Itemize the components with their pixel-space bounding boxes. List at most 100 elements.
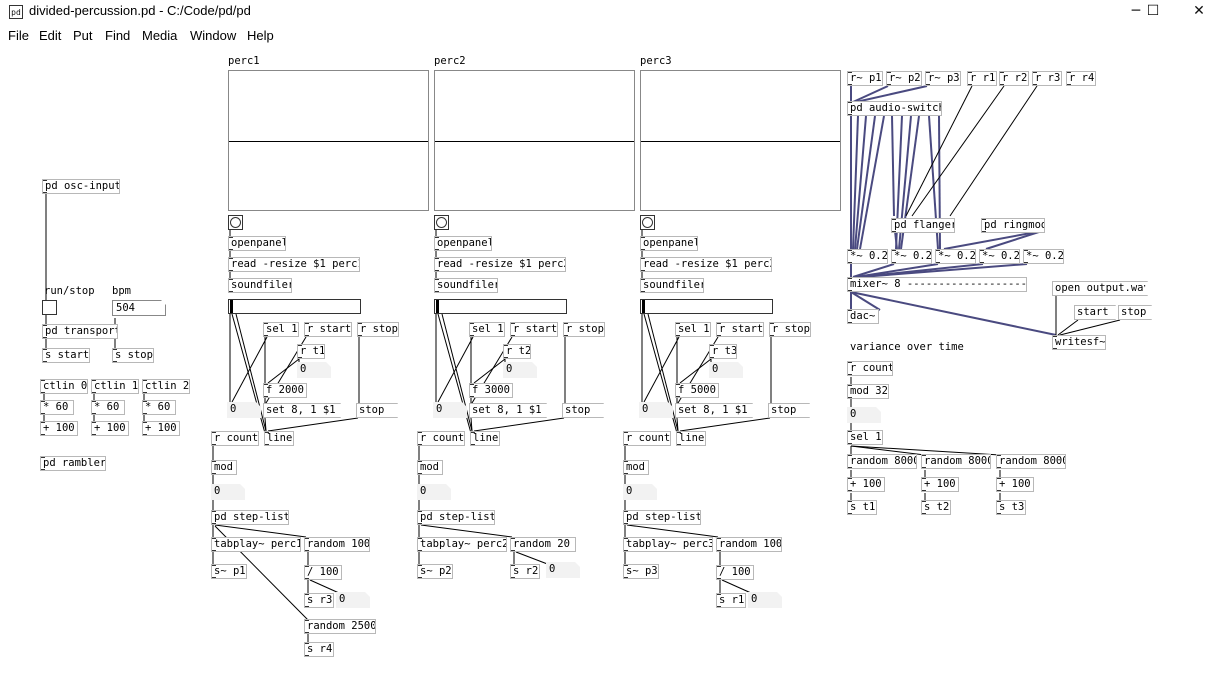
- read-message[interactable]: read -resize $1 perc2: [434, 257, 566, 272]
- ringmod-subpatch[interactable]: pd ringmod: [981, 218, 1045, 233]
- tabplay-object[interactable]: tabplay~ perc3: [623, 537, 713, 552]
- openpanel[interactable]: openpanel: [228, 236, 286, 251]
- open-bang[interactable]: [640, 215, 655, 230]
- receive-count[interactable]: r count: [623, 431, 671, 446]
- add-100[interactable]: + 100: [921, 477, 959, 492]
- receive-count[interactable]: r count: [847, 361, 893, 376]
- send-t2[interactable]: s t2: [921, 500, 951, 515]
- divide-100[interactable]: / 100: [716, 565, 754, 580]
- tabplay-object[interactable]: tabplay~ perc2: [417, 537, 507, 552]
- soundfiler[interactable]: soundfiler: [640, 278, 704, 293]
- tabplay-object[interactable]: tabplay~ perc1: [211, 537, 301, 552]
- random-object[interactable]: random 20: [510, 537, 576, 552]
- send-p[interactable]: s~ p3: [623, 564, 659, 579]
- random-object[interactable]: random 100: [716, 537, 782, 552]
- osc-input-subpatch[interactable]: pd osc-input: [42, 179, 120, 194]
- minimize-button[interactable]: ─: [1131, 3, 1141, 19]
- send-r4[interactable]: s r4: [304, 642, 334, 657]
- sample-array-3[interactable]: [640, 70, 841, 211]
- receive-r2[interactable]: r r2: [999, 71, 1029, 86]
- stop-message[interactable]: stop: [1118, 305, 1152, 320]
- menu-put[interactable]: Put: [73, 28, 93, 43]
- receive-r3[interactable]: r r3: [1032, 71, 1062, 86]
- number-box[interactable]: 0: [709, 362, 743, 378]
- multiply-60[interactable]: * 60: [142, 400, 176, 415]
- number-box[interactable]: 0: [639, 402, 673, 418]
- mod-object[interactable]: mod: [211, 460, 237, 475]
- add-100[interactable]: + 100: [40, 421, 78, 436]
- set-message[interactable]: set 8, 1 $1: [469, 403, 547, 418]
- position-slider[interactable]: [434, 299, 567, 314]
- ctlin-2[interactable]: ctlin 2: [142, 379, 190, 394]
- line-object[interactable]: line: [470, 431, 500, 446]
- random-8000[interactable]: random 8000: [996, 454, 1066, 469]
- float-store[interactable]: f 2000: [263, 383, 307, 398]
- receive-t[interactable]: r t2: [503, 344, 531, 359]
- gain-multiplier[interactable]: *~ 0.2: [979, 249, 1020, 264]
- set-message[interactable]: set 8, 1 $1: [263, 403, 341, 418]
- read-message[interactable]: read -resize $1 perc1: [228, 257, 360, 272]
- receive-r1[interactable]: r r1: [967, 71, 997, 86]
- gain-multiplier[interactable]: *~ 0.2: [935, 249, 976, 264]
- run-toggle[interactable]: [42, 300, 57, 315]
- audio-switch-subpatch[interactable]: pd audio-switch: [847, 101, 942, 116]
- receive-stop[interactable]: r stop: [563, 322, 605, 337]
- gain-multiplier[interactable]: *~ 0.2: [1023, 249, 1064, 264]
- open-output-message[interactable]: open output.wav: [1052, 281, 1148, 296]
- mod-32[interactable]: mod 32: [847, 384, 889, 399]
- position-slider[interactable]: [228, 299, 361, 314]
- step-list-subpatch[interactable]: pd step-list: [623, 510, 701, 525]
- dac-object[interactable]: dac~: [847, 309, 879, 324]
- openpanel[interactable]: openpanel: [434, 236, 492, 251]
- random-object[interactable]: random 100: [304, 537, 370, 552]
- add-100[interactable]: + 100: [142, 421, 180, 436]
- multiply-60[interactable]: * 60: [40, 400, 74, 415]
- receive-p3[interactable]: r~ p3: [925, 71, 961, 86]
- menu-help[interactable]: Help: [247, 28, 274, 43]
- line-object[interactable]: line: [264, 431, 294, 446]
- flanger-subpatch[interactable]: pd flanger: [891, 218, 955, 233]
- send-p[interactable]: s~ p2: [417, 564, 453, 579]
- add-100[interactable]: + 100: [847, 477, 885, 492]
- openpanel[interactable]: openpanel: [640, 236, 698, 251]
- number-box[interactable]: 0: [503, 362, 537, 378]
- menu-file[interactable]: File: [8, 28, 29, 43]
- send-p[interactable]: s~ p1: [211, 564, 247, 579]
- close-button[interactable]: ✕: [1193, 3, 1205, 19]
- select-1[interactable]: sel 1: [675, 322, 711, 337]
- select-1[interactable]: sel 1: [263, 322, 299, 337]
- sample-array-2[interactable]: [434, 70, 635, 211]
- soundfiler[interactable]: soundfiler: [434, 278, 498, 293]
- step-list-subpatch[interactable]: pd step-list: [417, 510, 495, 525]
- number-box[interactable]: 0: [417, 484, 451, 500]
- read-message[interactable]: read -resize $1 perc3: [640, 257, 772, 272]
- send-r1[interactable]: s r1: [716, 593, 746, 608]
- line-object[interactable]: line: [676, 431, 706, 446]
- receive-r4[interactable]: r r4: [1066, 71, 1096, 86]
- open-bang[interactable]: [434, 215, 449, 230]
- receive-start[interactable]: r start: [304, 322, 352, 337]
- receive-t[interactable]: r t1: [297, 344, 325, 359]
- open-bang[interactable]: [228, 215, 243, 230]
- add-100[interactable]: + 100: [996, 477, 1034, 492]
- receive-p1[interactable]: r~ p1: [847, 71, 883, 86]
- number-box[interactable]: 0: [546, 562, 580, 578]
- transport-subpatch[interactable]: pd transport: [42, 324, 118, 339]
- send-r3[interactable]: s r3: [304, 593, 334, 608]
- send-t1[interactable]: s t1: [847, 500, 877, 515]
- number-box[interactable]: 0: [336, 592, 370, 608]
- rambler-subpatch[interactable]: pd rambler: [40, 456, 106, 471]
- position-slider[interactable]: [640, 299, 773, 314]
- gain-multiplier[interactable]: *~ 0.2: [891, 249, 932, 264]
- number-box[interactable]: 0: [433, 402, 467, 418]
- random-8000[interactable]: random 8000: [847, 454, 917, 469]
- menu-media[interactable]: Media: [142, 28, 178, 43]
- menu-window[interactable]: Window: [190, 28, 237, 43]
- random-2500[interactable]: random 2500: [304, 619, 376, 634]
- receive-start[interactable]: r start: [716, 322, 764, 337]
- receive-start[interactable]: r start: [510, 322, 558, 337]
- float-store[interactable]: f 3000: [469, 383, 513, 398]
- receive-count[interactable]: r count: [417, 431, 465, 446]
- patch-canvas[interactable]: pd osc-input run/stop bpm 504 pd transpo…: [0, 46, 1216, 673]
- step-list-subpatch[interactable]: pd step-list: [211, 510, 289, 525]
